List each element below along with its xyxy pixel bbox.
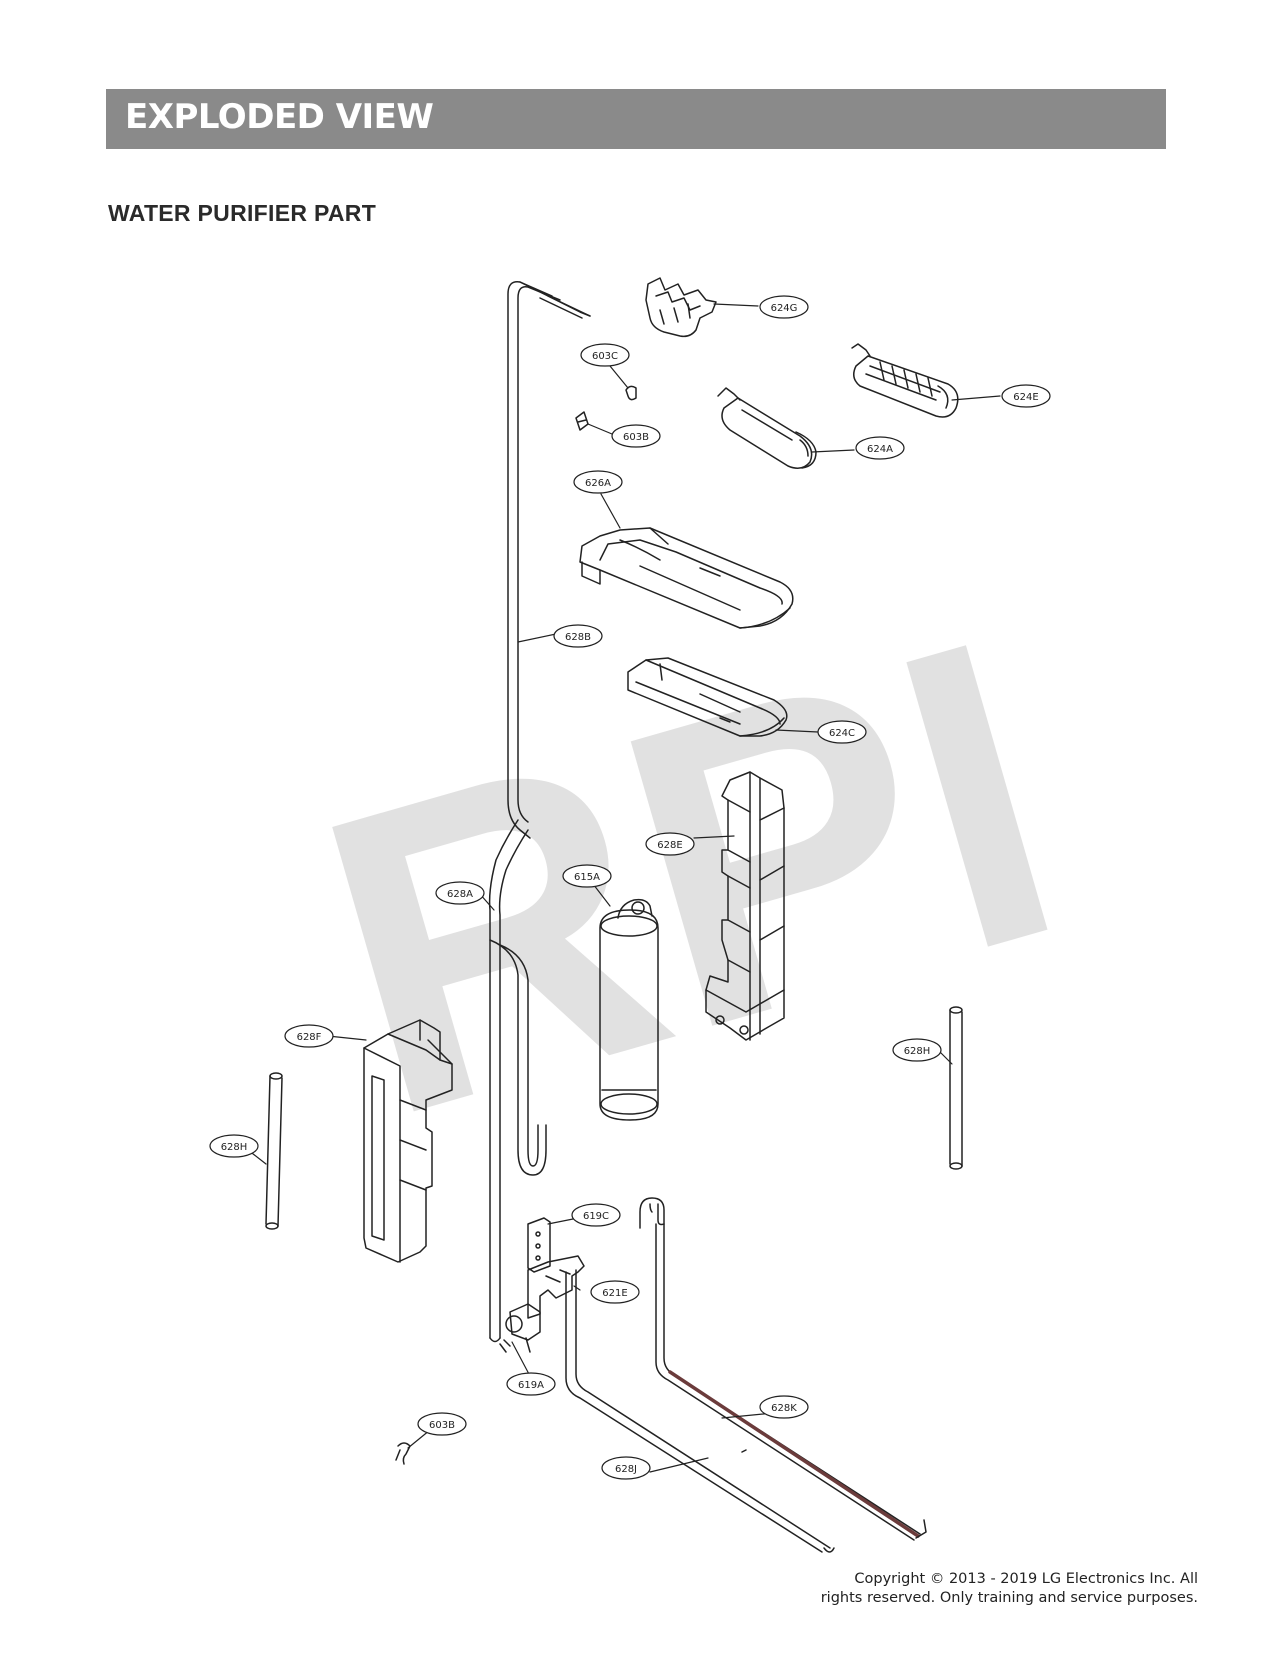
callout-628H-left: 628H (209, 1134, 259, 1158)
tube-628J (565, 1269, 835, 1553)
part-628E (705, 771, 785, 1041)
callout-628E: 628E (645, 832, 695, 856)
tube-628A (488, 819, 547, 1343)
part-624E (851, 343, 959, 418)
part-628H-left (265, 1072, 283, 1230)
callout-621E: 621E (590, 1280, 640, 1304)
svg-text:603C: 603C (592, 351, 618, 362)
svg-text:624A: 624A (867, 444, 893, 455)
callout-626A: 626A (573, 470, 623, 494)
callout-628H-right: 628H (892, 1038, 942, 1062)
copyright-line-2: rights reserved. Only training and servi… (820, 1590, 1198, 1606)
callout-603B-top: 603B (611, 424, 661, 448)
svg-text:626A: 626A (585, 478, 611, 489)
svg-text:628F: 628F (297, 1032, 322, 1043)
svg-text:628A: 628A (447, 889, 473, 900)
tube-628K (639, 1197, 927, 1541)
callout-615A: 615A (562, 864, 612, 888)
svg-text:628B: 628B (565, 632, 591, 643)
copyright-line-1: Copyright © 2013 - 2019 LG Electronics I… (854, 1571, 1198, 1587)
callout-603B-bottom: 603B (417, 1412, 467, 1436)
part-628H-right (949, 1006, 963, 1170)
callout-603C: 603C (580, 343, 630, 367)
part-626A (579, 527, 794, 629)
part-624G (645, 277, 717, 338)
svg-text:624C: 624C (829, 728, 855, 739)
part-628F (363, 1019, 453, 1263)
part-619C (527, 1217, 551, 1273)
callout-624G: 624G (759, 295, 809, 319)
callout-619C: 619C (571, 1203, 621, 1227)
copyright-notice: Copyright © 2013 - 2019 LG Electronics I… (821, 1570, 1198, 1608)
part-603C (625, 385, 637, 401)
callout-628J: 628J (601, 1456, 651, 1480)
svg-text:624E: 624E (1013, 392, 1038, 403)
part-624C (627, 657, 788, 737)
svg-text:628E: 628E (657, 840, 682, 851)
callout-624A: 624A (855, 436, 905, 460)
svg-text:603B: 603B (623, 432, 649, 443)
page-title: EXPLODED VIEW (125, 97, 434, 137)
tube-628B (507, 281, 591, 839)
callout-628A: 628A (435, 881, 485, 905)
svg-text:628J: 628J (615, 1464, 637, 1475)
svg-text:619C: 619C (583, 1211, 609, 1222)
callout-628B: 628B (553, 624, 603, 648)
part-615A (599, 898, 659, 1121)
svg-text:628H: 628H (904, 1046, 931, 1057)
svg-text:615A: 615A (574, 872, 600, 883)
callout-624E: 624E (1001, 384, 1051, 408)
callout-619A: 619A (506, 1372, 556, 1396)
svg-text:628K: 628K (771, 1403, 797, 1414)
svg-text:624G: 624G (771, 303, 798, 314)
part-619A (499, 1303, 541, 1353)
svg-text:621E: 621E (602, 1288, 627, 1299)
callout-624C: 624C (817, 720, 867, 744)
section-title: WATER PURIFIER PART (108, 200, 377, 226)
svg-text:603B: 603B (429, 1420, 455, 1431)
callout-628K: 628K (759, 1395, 809, 1419)
part-603B-top (575, 411, 589, 431)
callout-628F: 628F (284, 1024, 334, 1048)
svg-text:619A: 619A (518, 1380, 544, 1391)
header-bar: EXPLODED VIEW (106, 89, 1166, 149)
part-603B-bottom (395, 1442, 411, 1465)
svg-text:628H: 628H (221, 1142, 248, 1153)
callouts: 624G 603C 624E 603B 624A 626A 628B 624C … (209, 295, 1051, 1480)
part-624A (717, 387, 817, 469)
